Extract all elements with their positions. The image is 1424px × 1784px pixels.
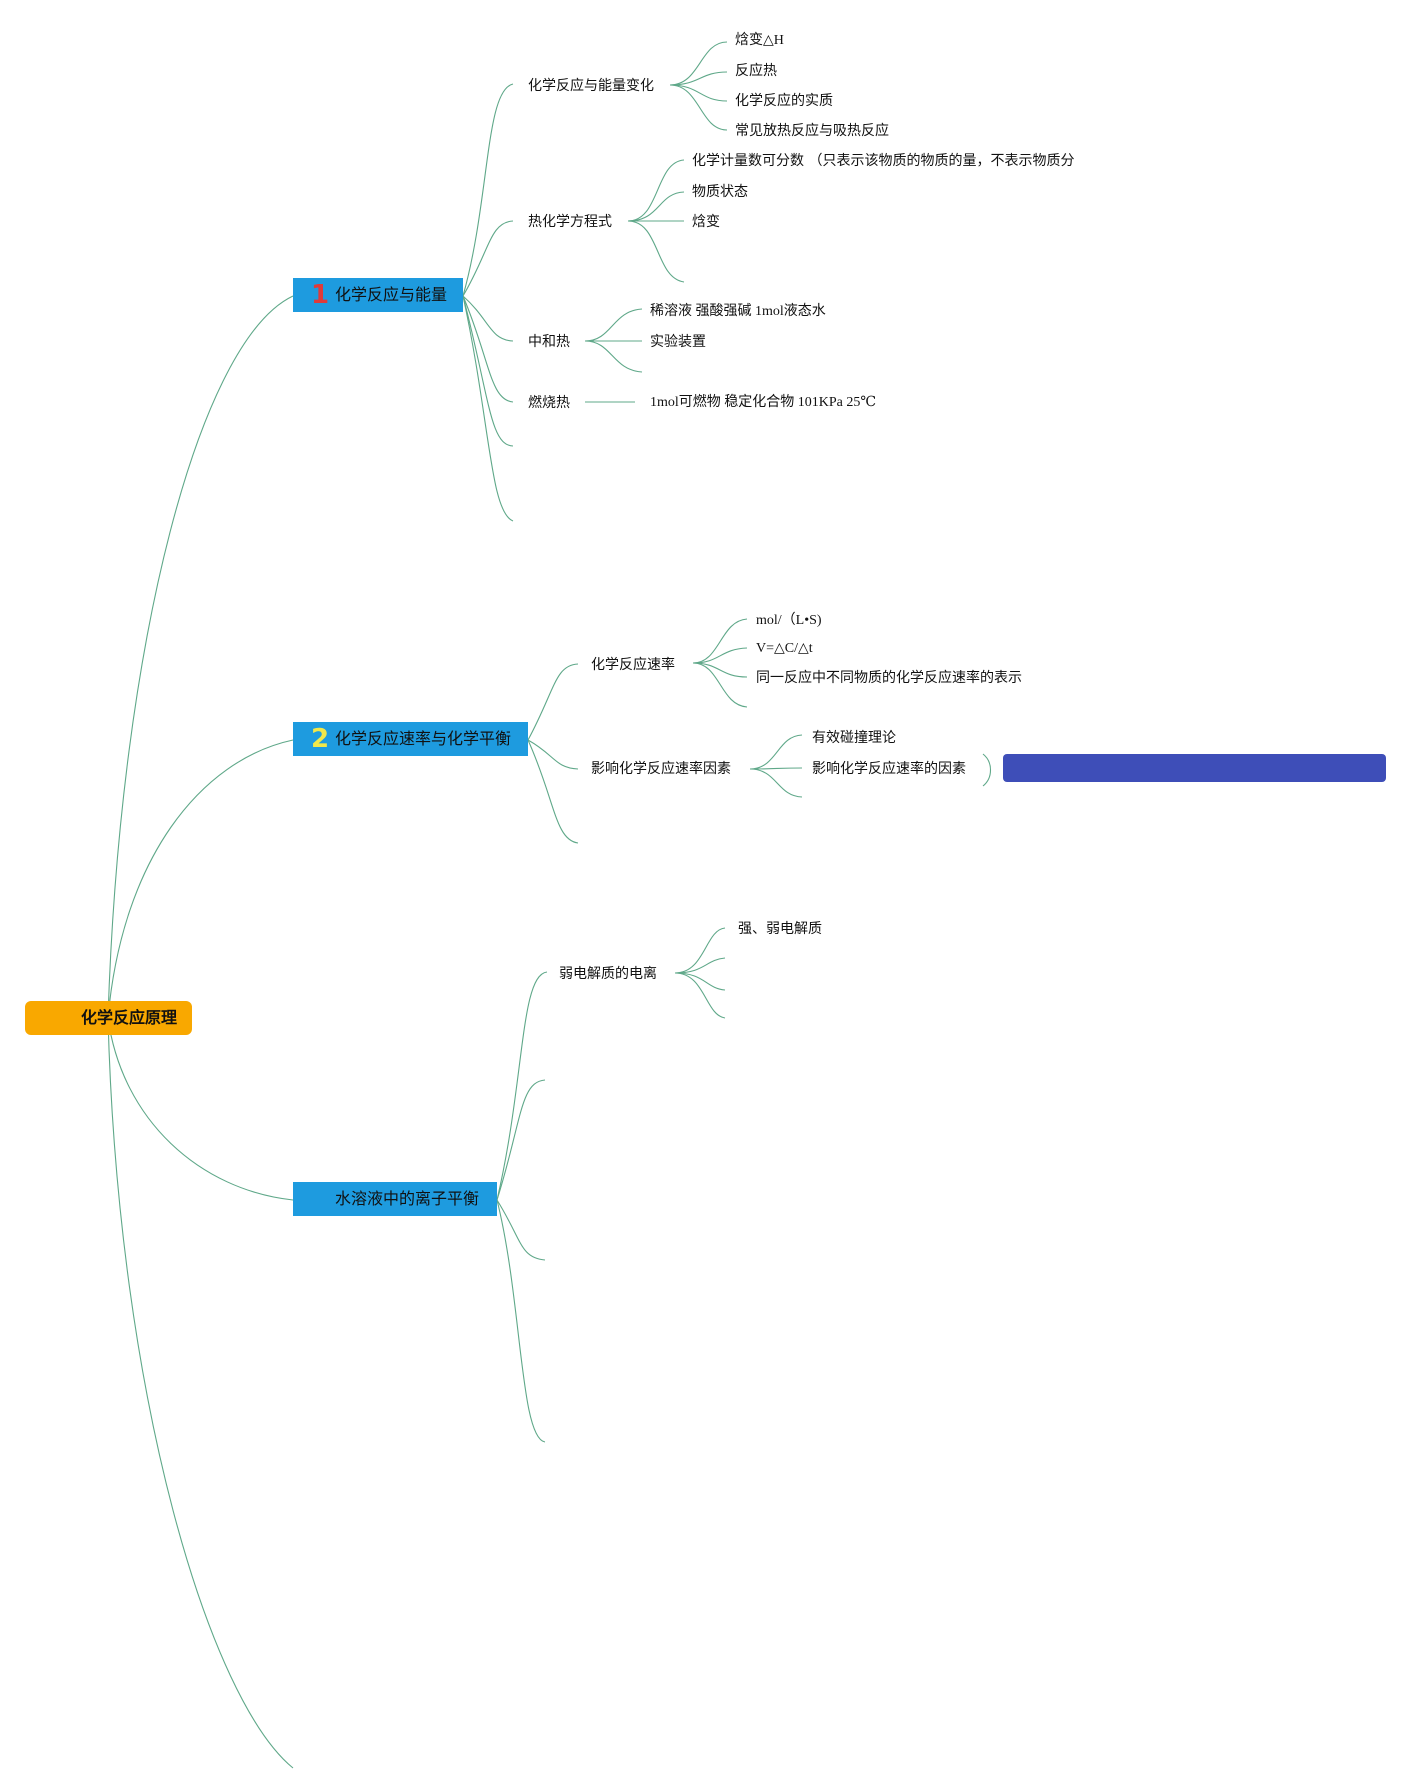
connector-root-b1 [107, 295, 294, 1019]
leaf-node[interactable]: 物质状态 [692, 184, 748, 200]
branch-node-rate-equilibrium[interactable]: 2 化学反应速率与化学平衡 [293, 722, 528, 756]
branch-label: 化学反应与能量 [335, 285, 448, 304]
leaf-node[interactable]: 同一反应中不同物质的化学反应速率的表示 [756, 670, 1022, 686]
leaf-node[interactable]: 化学计量数可分数 （只表示该物质的物质的量，不表示物质分 [692, 153, 1075, 169]
branch-label: 水溶液中的离子平衡 [335, 1189, 480, 1208]
root-node[interactable]: 化学反应原理 [25, 1001, 192, 1035]
subtopic-node[interactable]: 化学反应与能量变化 [528, 78, 654, 94]
leaf-node[interactable]: 影响化学反应速率的因素 [812, 761, 966, 777]
subtopic-node[interactable]: 中和热 [528, 334, 570, 350]
branch-node-ionic-equilibrium[interactable]: 水溶液中的离子平衡 [293, 1182, 497, 1216]
connector-root-empty [107, 1017, 294, 1769]
subtopic-node[interactable]: 弱电解质的电离 [559, 966, 657, 982]
subtopic-node[interactable]: 热化学方程式 [528, 214, 612, 230]
leaf-node[interactable]: 焓变 [692, 214, 720, 230]
leaf-node[interactable]: 1mol可燃物 稳定化合物 101KPa 25℃ [650, 395, 877, 410]
leaf-node[interactable]: 稀溶液 强酸强碱 1mol液态水 [650, 304, 826, 319]
leaf-node[interactable]: mol/（L•S) [756, 613, 822, 628]
subtopic-node[interactable]: 燃烧热 [528, 395, 570, 411]
branch-number-badge: 2 [311, 724, 330, 754]
leaf-node[interactable]: 化学反应的实质 [735, 93, 833, 109]
branch-node-energy[interactable]: 1 化学反应与能量 [293, 278, 463, 312]
connector-root-b3 [107, 1017, 294, 1201]
branch-label: 化学反应速率与化学平衡 [335, 729, 512, 748]
leaf-node[interactable]: 常见放热反应与吸热反应 [735, 123, 889, 139]
leaf-node[interactable]: V=△C/△t [756, 641, 813, 656]
leaf-node[interactable]: 实验装置 [650, 334, 706, 350]
branch-number-badge: 1 [311, 280, 330, 310]
root-label: 化学反应原理 [80, 1008, 177, 1027]
subtopic-node[interactable]: 影响化学反应速率因素 [591, 761, 731, 777]
leaf-node[interactable]: 反应热 [735, 63, 777, 79]
connector-root-b2 [107, 739, 294, 1019]
leaf-node[interactable]: 强、弱电解质 [738, 921, 822, 937]
leaf-node[interactable]: 焓变△H [735, 33, 784, 48]
collapsed-note-box[interactable] [1003, 754, 1386, 782]
leaf-node[interactable]: 有效碰撞理论 [812, 730, 896, 746]
subtopic-node[interactable]: 化学反应速率 [591, 657, 675, 673]
